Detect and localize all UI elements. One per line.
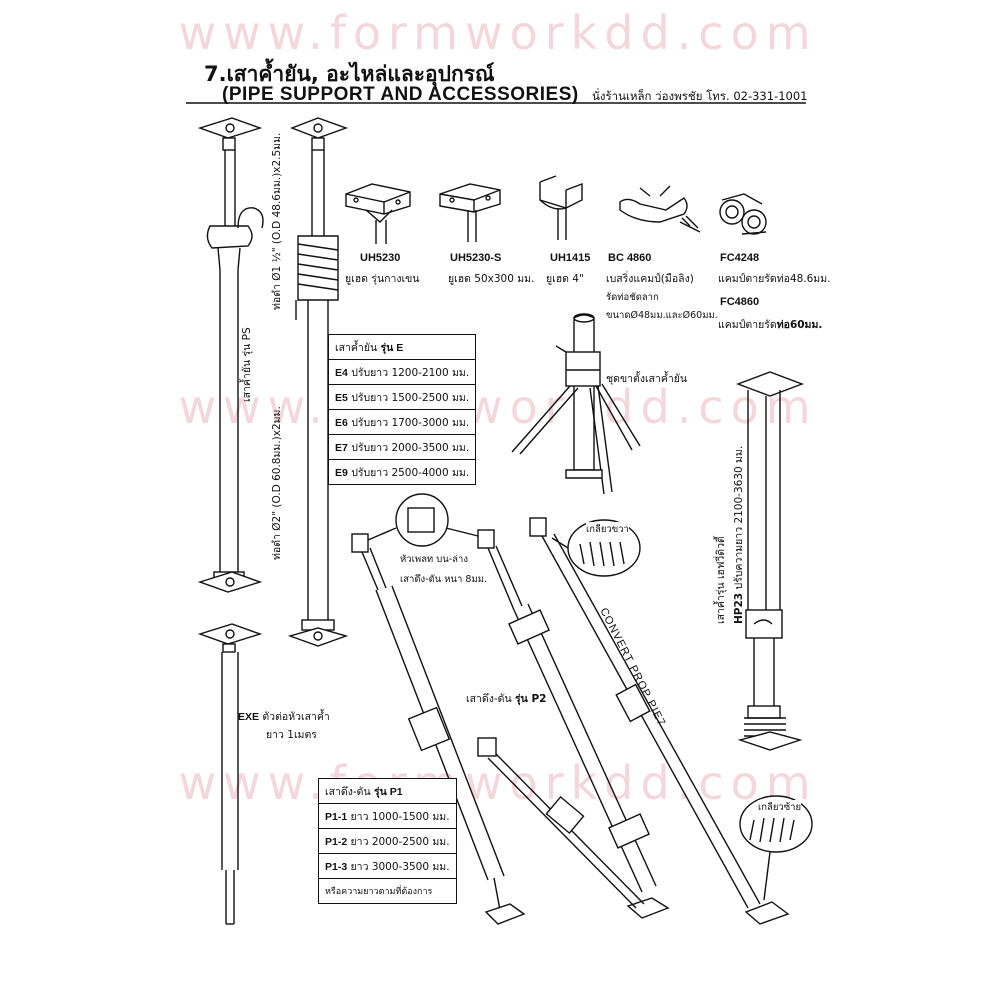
shop-contact: นั่งร้านเหล็ก ว่องพรชัย โทร. 02-331-1001 bbox=[592, 89, 808, 103]
product-uh1415-desc: ยูเฮด 4" bbox=[546, 273, 584, 285]
product-fc4248-desc: แคมป์ตายรัดท่อ48.6มม. bbox=[718, 273, 831, 285]
table-p1: เสาดึง-ดัน รุ่น P1 P1-1 ยาว 1000-1500 มม… bbox=[318, 778, 457, 904]
lower-brace-drawing bbox=[477, 737, 645, 909]
table-p1-text: ยาว 2000-2500 มม. bbox=[350, 835, 450, 848]
pipe-upper-label: ท่อดำ Ø1 ½" (O.D 48.6มม.)x2.5มม. bbox=[271, 132, 283, 310]
plate-note-line1: หัวเพลท บน-ล่าง bbox=[400, 554, 468, 565]
product-uh5230-desc: ยูเฮด รุ่นกางเขน bbox=[345, 273, 420, 285]
table-row: E4 ปรับยาว 1200-2100 มม. bbox=[327, 359, 477, 385]
table-e-code: E4 bbox=[335, 366, 348, 379]
table-e-code: E6 bbox=[335, 416, 348, 429]
table-e: เสาค้ำยัน รุ่น E E4 ปรับยาว 1200-2100 มม… bbox=[327, 334, 477, 485]
pipe-lower-label: ท่อดำ Ø2" (O.D 60.8มม.)x2มม. bbox=[271, 406, 283, 560]
uh5230-drawing bbox=[345, 183, 411, 244]
table-row: P1-1 ยาว 1000-1500 มม. bbox=[318, 803, 457, 829]
hp23-line2: HP23 ปรับความยาว 2100-3630 มม. bbox=[733, 445, 745, 624]
hp23-line1: เสาค้ำรุ่น เฮฟวี่ดิวตี้ bbox=[715, 536, 727, 624]
fc4248-drawing bbox=[719, 193, 767, 235]
table-p1-note: หรือความยาวตามที่ต้องการ bbox=[318, 878, 457, 904]
thread-left-label: เกลียวซ้าย bbox=[758, 800, 802, 815]
convert-prop-drawing bbox=[529, 517, 790, 925]
tripod-label: ชุดขาตั้งเสาค้ำยัน bbox=[606, 373, 688, 385]
table-e-text: ปรับยาว 2500-4000 มม. bbox=[351, 466, 470, 479]
product-fc4860-desc: แคมป์ตายรัดท่อ60มม. bbox=[718, 319, 823, 331]
table-e-text: ปรับยาว 1700-3000 มม. bbox=[351, 416, 470, 429]
p1-brace-drawing bbox=[351, 533, 526, 925]
plate-callout bbox=[367, 493, 479, 547]
product-uh5230s-code: UH5230-S bbox=[450, 252, 502, 264]
p2-label-bold: รุ่น P2 bbox=[514, 693, 547, 705]
page-title-english: (PIPE SUPPORT AND ACCESSORIES) bbox=[222, 84, 579, 105]
watermark-middle: www.formworkdd.com bbox=[178, 380, 818, 434]
table-row: E7 ปรับยาว 2000-3500 มม. bbox=[327, 434, 477, 460]
table-row: P1-3 ยาว 3000-3500 มม. bbox=[318, 853, 457, 879]
watermark-top: www.formworkdd.com bbox=[178, 6, 818, 60]
table-e-text: ปรับยาว 2000-3500 มม. bbox=[351, 441, 470, 454]
hp23-code: HP23 bbox=[733, 592, 745, 624]
exe-code: EXE bbox=[238, 711, 260, 723]
exe-label-line2: ยาว 1เมตร bbox=[266, 729, 317, 741]
ps-prop-drawing bbox=[197, 117, 264, 593]
table-p1-code: P1-1 bbox=[325, 810, 348, 823]
product-fc4248-code: FC4248 bbox=[720, 252, 760, 264]
product-uh1415-code: UH1415 bbox=[550, 252, 591, 264]
uh5230s-drawing bbox=[439, 183, 501, 242]
tripod-drawing bbox=[511, 313, 641, 495]
table-e-code: E5 bbox=[335, 391, 348, 404]
table-e-code: E7 bbox=[335, 441, 348, 454]
table-row: E9 ปรับยาว 2500-4000 มม. bbox=[327, 459, 477, 485]
product-bc4860-desc2: รัดท่อชัดลาก bbox=[606, 292, 659, 303]
p2-label: เสาดึง-ดัน รุ่น P2 bbox=[466, 693, 547, 705]
product-bc4860-desc: เบสริ่งแคมป์(มือลิง) bbox=[606, 273, 694, 285]
product-bc4860-code: BC 4860 bbox=[608, 252, 652, 264]
exe-extension-drawing bbox=[197, 623, 263, 925]
table-e-text: ปรับยาว 1200-2100 มม. bbox=[351, 366, 470, 379]
product-uh5230s-desc: ยูเฮด 50x300 มม. bbox=[448, 273, 535, 285]
product-fc4860-code: FC4860 bbox=[720, 296, 760, 308]
page-title-thai: 7.เสาค้ำยัน, อะไหล่และอุปกรณ์ bbox=[204, 62, 495, 86]
table-p1-code: P1-2 bbox=[325, 835, 348, 848]
table-e-code: E9 bbox=[335, 466, 348, 479]
table-row: P1-2 ยาว 2000-2500 มม. bbox=[318, 828, 457, 854]
bc4860-drawing bbox=[619, 185, 701, 233]
table-p1-header: เสาดึง-ดัน รุ่น P1 bbox=[318, 778, 457, 804]
ps-model-label: เสาค้ำยัน รุ่น PS bbox=[241, 327, 253, 402]
table-e-title: เสาค้ำยัน รุ่น E bbox=[327, 334, 477, 360]
table-e-header: เสาค้ำยัน รุ่น E bbox=[327, 334, 477, 360]
table-p1-text: ยาว 1000-1500 มม. bbox=[350, 810, 450, 823]
table-row: E6 ปรับยาว 1700-3000 มม. bbox=[327, 409, 477, 435]
p2-brace-drawing bbox=[477, 529, 670, 919]
table-p1-code: P1-3 bbox=[325, 860, 348, 873]
table-p1-title: เสาดึง-ดัน รุ่น P1 bbox=[318, 778, 457, 804]
table-row: E5 ปรับยาว 1500-2500 มม. bbox=[327, 384, 477, 410]
product-uh5230-code: UH5230 bbox=[360, 252, 401, 264]
thread-right-label: เกลียวขวา bbox=[586, 522, 629, 537]
table-p1-text: ยาว 3000-3500 มม. bbox=[350, 860, 450, 873]
product-fc4860-desc-bold: ท่อ60มม. bbox=[776, 319, 823, 331]
uh1415-drawing bbox=[539, 175, 583, 240]
exe-label-line1: EXE ตัวต่อหัวเสาค้ำ bbox=[238, 711, 330, 723]
product-bc4860-desc3: ขนาดØ48มม.และØ60มม. bbox=[606, 310, 718, 321]
plate-note-line2: เสาดึง-ดัน หนา 8มม. bbox=[400, 574, 487, 585]
table-p1-note-row: หรือความยาวตามที่ต้องการ bbox=[318, 878, 457, 904]
table-e-text: ปรับยาว 1500-2500 มม. bbox=[351, 391, 470, 404]
hp23-drawing bbox=[736, 371, 804, 751]
